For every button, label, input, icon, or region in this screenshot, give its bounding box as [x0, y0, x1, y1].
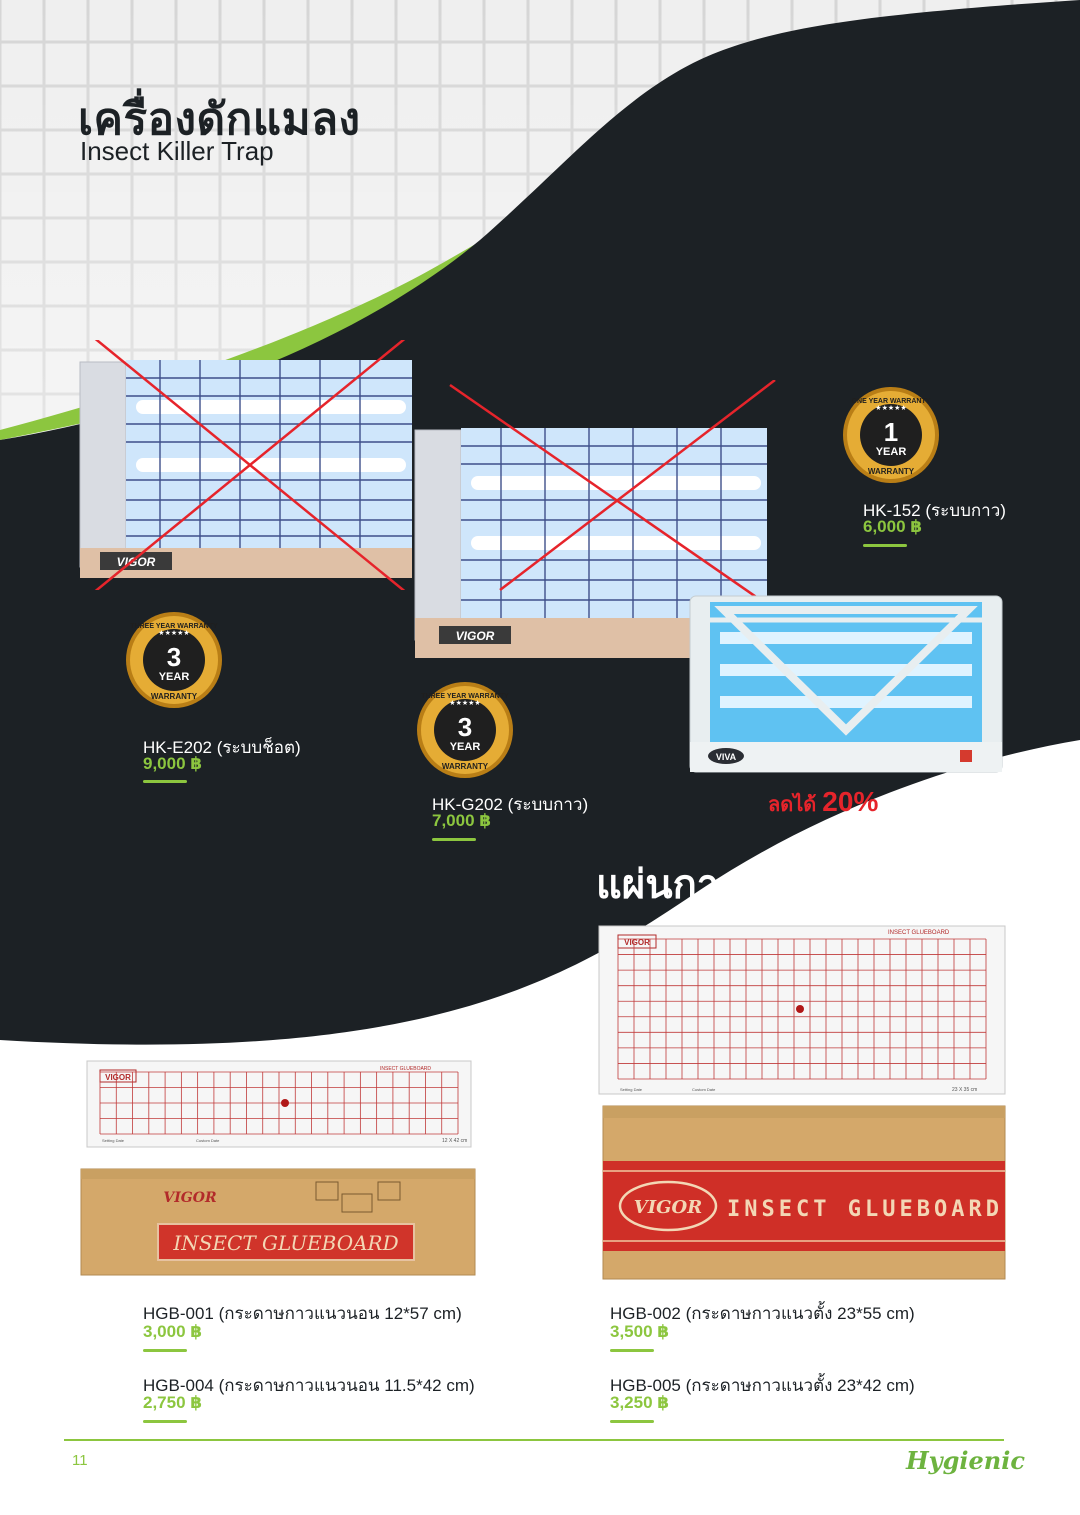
svg-text:WARRANTY: WARRANTY: [151, 692, 198, 701]
glueboard-name-hgb-005: HGB-005 (กระดาษกาวแนวตั้ง 23*42 cm): [610, 1376, 915, 1395]
svg-text:Custom Date: Custom Date: [196, 1138, 220, 1143]
svg-text:Setting Date: Setting Date: [620, 1087, 643, 1092]
warranty-badge-hk-g202: THREE YEAR WARRANTY ★★★★★ 3 YEAR WARRANT…: [417, 682, 513, 778]
svg-text:INSECT GLUEBOARD: INSECT GLUEBOARD: [727, 1197, 1003, 1222]
product-image-hk-152: VIVA: [689, 595, 1003, 773]
svg-text:12 X 42 cm: 12 X 42 cm: [442, 1138, 467, 1144]
glueboard-name-hgb-001: HGB-001 (กระดาษกาวแนวนอน 12*57 cm): [143, 1304, 462, 1323]
price-underline: [143, 1349, 187, 1352]
discount-label: ลดได้20%: [768, 786, 878, 820]
svg-text:INSECT GLUEBOARD: INSECT GLUEBOARD: [172, 1231, 398, 1255]
product-name-hk-e202: HK-E202 (ระบบช็อต): [143, 738, 301, 757]
glueboard-name-hgb-002: HGB-002 (กระดาษกาวแนวตั้ง 23*55 cm): [610, 1304, 915, 1323]
section-title-glueboard: แผ่นกาวเครื่องดักแมลง: [596, 863, 994, 907]
svg-text:Custom Date: Custom Date: [692, 1087, 716, 1092]
price-underline: [610, 1420, 654, 1423]
svg-text:VIGOR: VIGOR: [163, 1190, 216, 1206]
glueboard-sheet-large: VIGOR INSECT GLUEBOARD Setting Date Cust…: [598, 925, 1006, 1095]
brand-logo: Hygienic: [906, 1446, 1025, 1475]
svg-text:★★★★★: ★★★★★: [875, 404, 906, 412]
glueboard-box-small: VIGOR INSECT GLUEBOARD: [80, 1168, 476, 1276]
glueboard-price-hgb-004: 2,750 ฿: [143, 1393, 203, 1412]
price-underline: [610, 1349, 654, 1352]
product-brand-label-hk-g202: VIGOR: [456, 629, 495, 643]
price-underline: [143, 1420, 187, 1423]
glueboard-box-large: VIGOR INSECT GLUEBOARD: [602, 1105, 1006, 1280]
product-brand-label-hk-152: VIVA: [716, 752, 737, 762]
product-price-hk-152: 6,000 ฿: [863, 517, 923, 536]
glueboard-price-hgb-001: 3,000 ฿: [143, 1322, 203, 1341]
glueboard-price-hgb-005: 3,250 ฿: [610, 1393, 670, 1412]
warranty-badge-hk-e202: THREE YEAR WARRANTY ★★★★★ 3 YEAR WARRANT…: [126, 612, 222, 708]
glueboard-price-hgb-002: 3,500 ฿: [610, 1322, 670, 1341]
product-name-hk-g202: HK-G202 (ระบบกาว): [432, 795, 589, 814]
svg-text:★★★★★: ★★★★★: [449, 699, 480, 707]
svg-text:VIGOR: VIGOR: [624, 938, 650, 947]
svg-text:1: 1: [884, 417, 898, 447]
footer-divider: [64, 1439, 1004, 1441]
price-underline: [863, 544, 907, 547]
price-underline: [143, 780, 187, 783]
glueboard-name-hgb-004: HGB-004 (กระดาษกาวแนวนอน 11.5*42 cm): [143, 1376, 475, 1395]
svg-text:23 X 35 cm: 23 X 35 cm: [952, 1087, 977, 1093]
svg-text:THREE YEAR WARRANTY: THREE YEAR WARRANTY: [421, 693, 509, 700]
svg-text:YEAR: YEAR: [159, 671, 190, 683]
product-price-hk-g202: 7,000 ฿: [432, 811, 492, 830]
price-underline: [432, 838, 476, 841]
product-image-hk-e202: VIGOR: [79, 340, 412, 590]
svg-text:Setting Date: Setting Date: [102, 1138, 125, 1143]
svg-text:INSECT GLUEBOARD: INSECT GLUEBOARD: [380, 1066, 431, 1072]
svg-text:YEAR: YEAR: [876, 446, 907, 458]
svg-text:WARRANTY: WARRANTY: [868, 467, 915, 476]
product-price-hk-e202: 9,000 ฿: [143, 754, 203, 773]
svg-text:3: 3: [458, 712, 472, 742]
svg-text:VIGOR: VIGOR: [105, 1073, 131, 1082]
svg-text:YEAR: YEAR: [450, 741, 481, 753]
svg-text:3: 3: [167, 642, 181, 672]
page-title-th: เครื่องดักแมลง: [78, 95, 361, 144]
discount-value: 20%: [822, 786, 879, 817]
svg-text:WARRANTY: WARRANTY: [442, 762, 489, 771]
svg-text:ONE YEAR WARRANTY: ONE YEAR WARRANTY: [852, 398, 931, 405]
svg-text:★★★★★: ★★★★★: [158, 629, 189, 637]
svg-text:INSECT GLUEBOARD: INSECT GLUEBOARD: [888, 930, 950, 936]
svg-text:THREE YEAR WARRANTY: THREE YEAR WARRANTY: [130, 623, 218, 630]
warranty-badge-hk-152: ONE YEAR WARRANTY ★★★★★ 1 YEAR WARRANTY: [843, 387, 939, 483]
page-title-en: Insect Killer Trap: [80, 136, 274, 166]
svg-text:VIGOR: VIGOR: [634, 1197, 702, 1218]
discount-text: ลดได้: [768, 794, 817, 816]
glueboard-sheet-small: VIGOR INSECT GLUEBOARD Setting Date Cust…: [86, 1060, 472, 1148]
product-name-hk-152: HK-152 (ระบบกาว): [863, 501, 1006, 520]
page-number: 11: [72, 1452, 88, 1469]
